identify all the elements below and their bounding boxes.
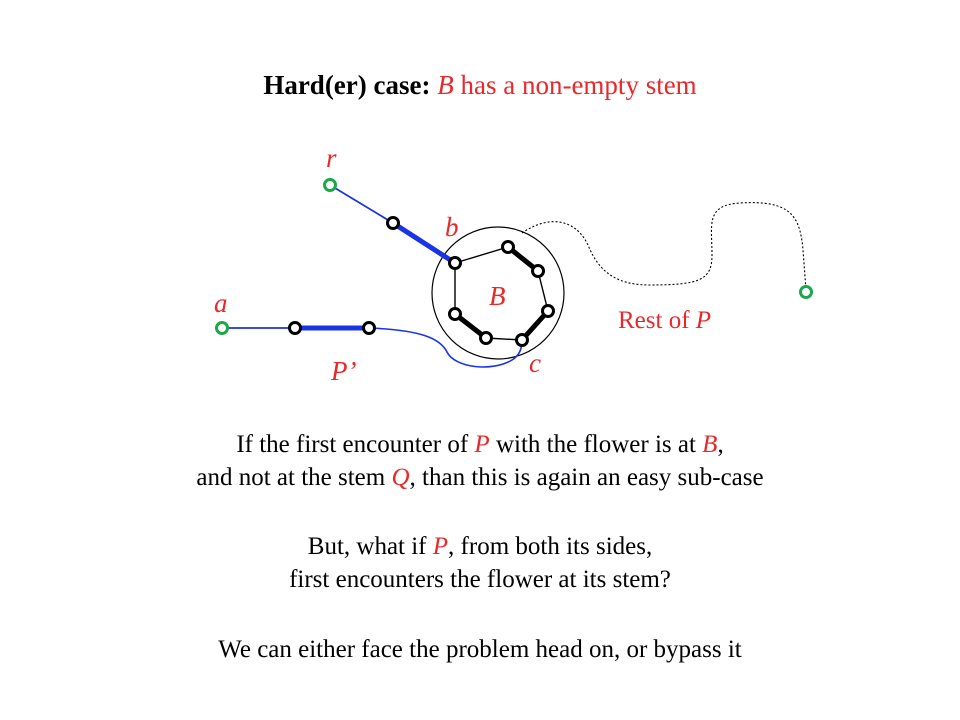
title-var-b: B xyxy=(437,70,454,100)
label-r: r xyxy=(326,143,337,173)
vertex-b xyxy=(448,256,462,270)
label-c: c xyxy=(529,348,541,378)
stem-vertex xyxy=(386,216,400,230)
path-vertex xyxy=(362,321,376,335)
stem-edge-matched xyxy=(391,220,457,266)
path-vertex xyxy=(288,321,302,335)
vertex-r xyxy=(323,178,337,192)
blossom-vertex xyxy=(479,331,493,345)
para1-line1: If the first encounter of P with the flo… xyxy=(236,431,724,458)
flower-circle xyxy=(431,226,565,360)
blossom-vertex xyxy=(501,240,515,254)
vertex-a xyxy=(215,321,229,335)
title-prefix: Hard(er) case: xyxy=(263,70,431,100)
vertex-c xyxy=(515,333,529,347)
paragraph-options: We can either face the problem head on, … xyxy=(218,636,742,663)
stem-edge-thin xyxy=(329,184,394,224)
para1-line2: and not at the stem Q, than this is agai… xyxy=(196,464,764,491)
label-a: a xyxy=(214,288,228,318)
rest-of-p-curve xyxy=(521,202,807,291)
label-p-prime: P’ xyxy=(330,356,356,386)
rest-of-p-endpoint xyxy=(799,285,813,299)
title-suffix: has a non-empty stem xyxy=(453,70,697,100)
para2-line2: first encounters the flower at its stem? xyxy=(289,566,671,593)
slide-title: Hard(er) case: B has a non-empty stem xyxy=(0,70,960,101)
paragraph-question: But, what if P, from both its sides, fir… xyxy=(0,530,960,596)
para2-line1: But, what if P, from both its sides, xyxy=(307,533,653,560)
blossom-vertex xyxy=(448,307,462,321)
paragraph-easy-subcase: If the first encounter of P with the flo… xyxy=(0,428,960,494)
label-rest-of-p: Rest of P xyxy=(618,307,711,334)
blossom-vertex xyxy=(541,304,555,318)
blossom-vertex xyxy=(531,264,545,278)
path-p-prime-curve xyxy=(368,327,523,368)
label-b: b xyxy=(445,212,459,242)
label-blossom-B: B xyxy=(489,281,506,311)
